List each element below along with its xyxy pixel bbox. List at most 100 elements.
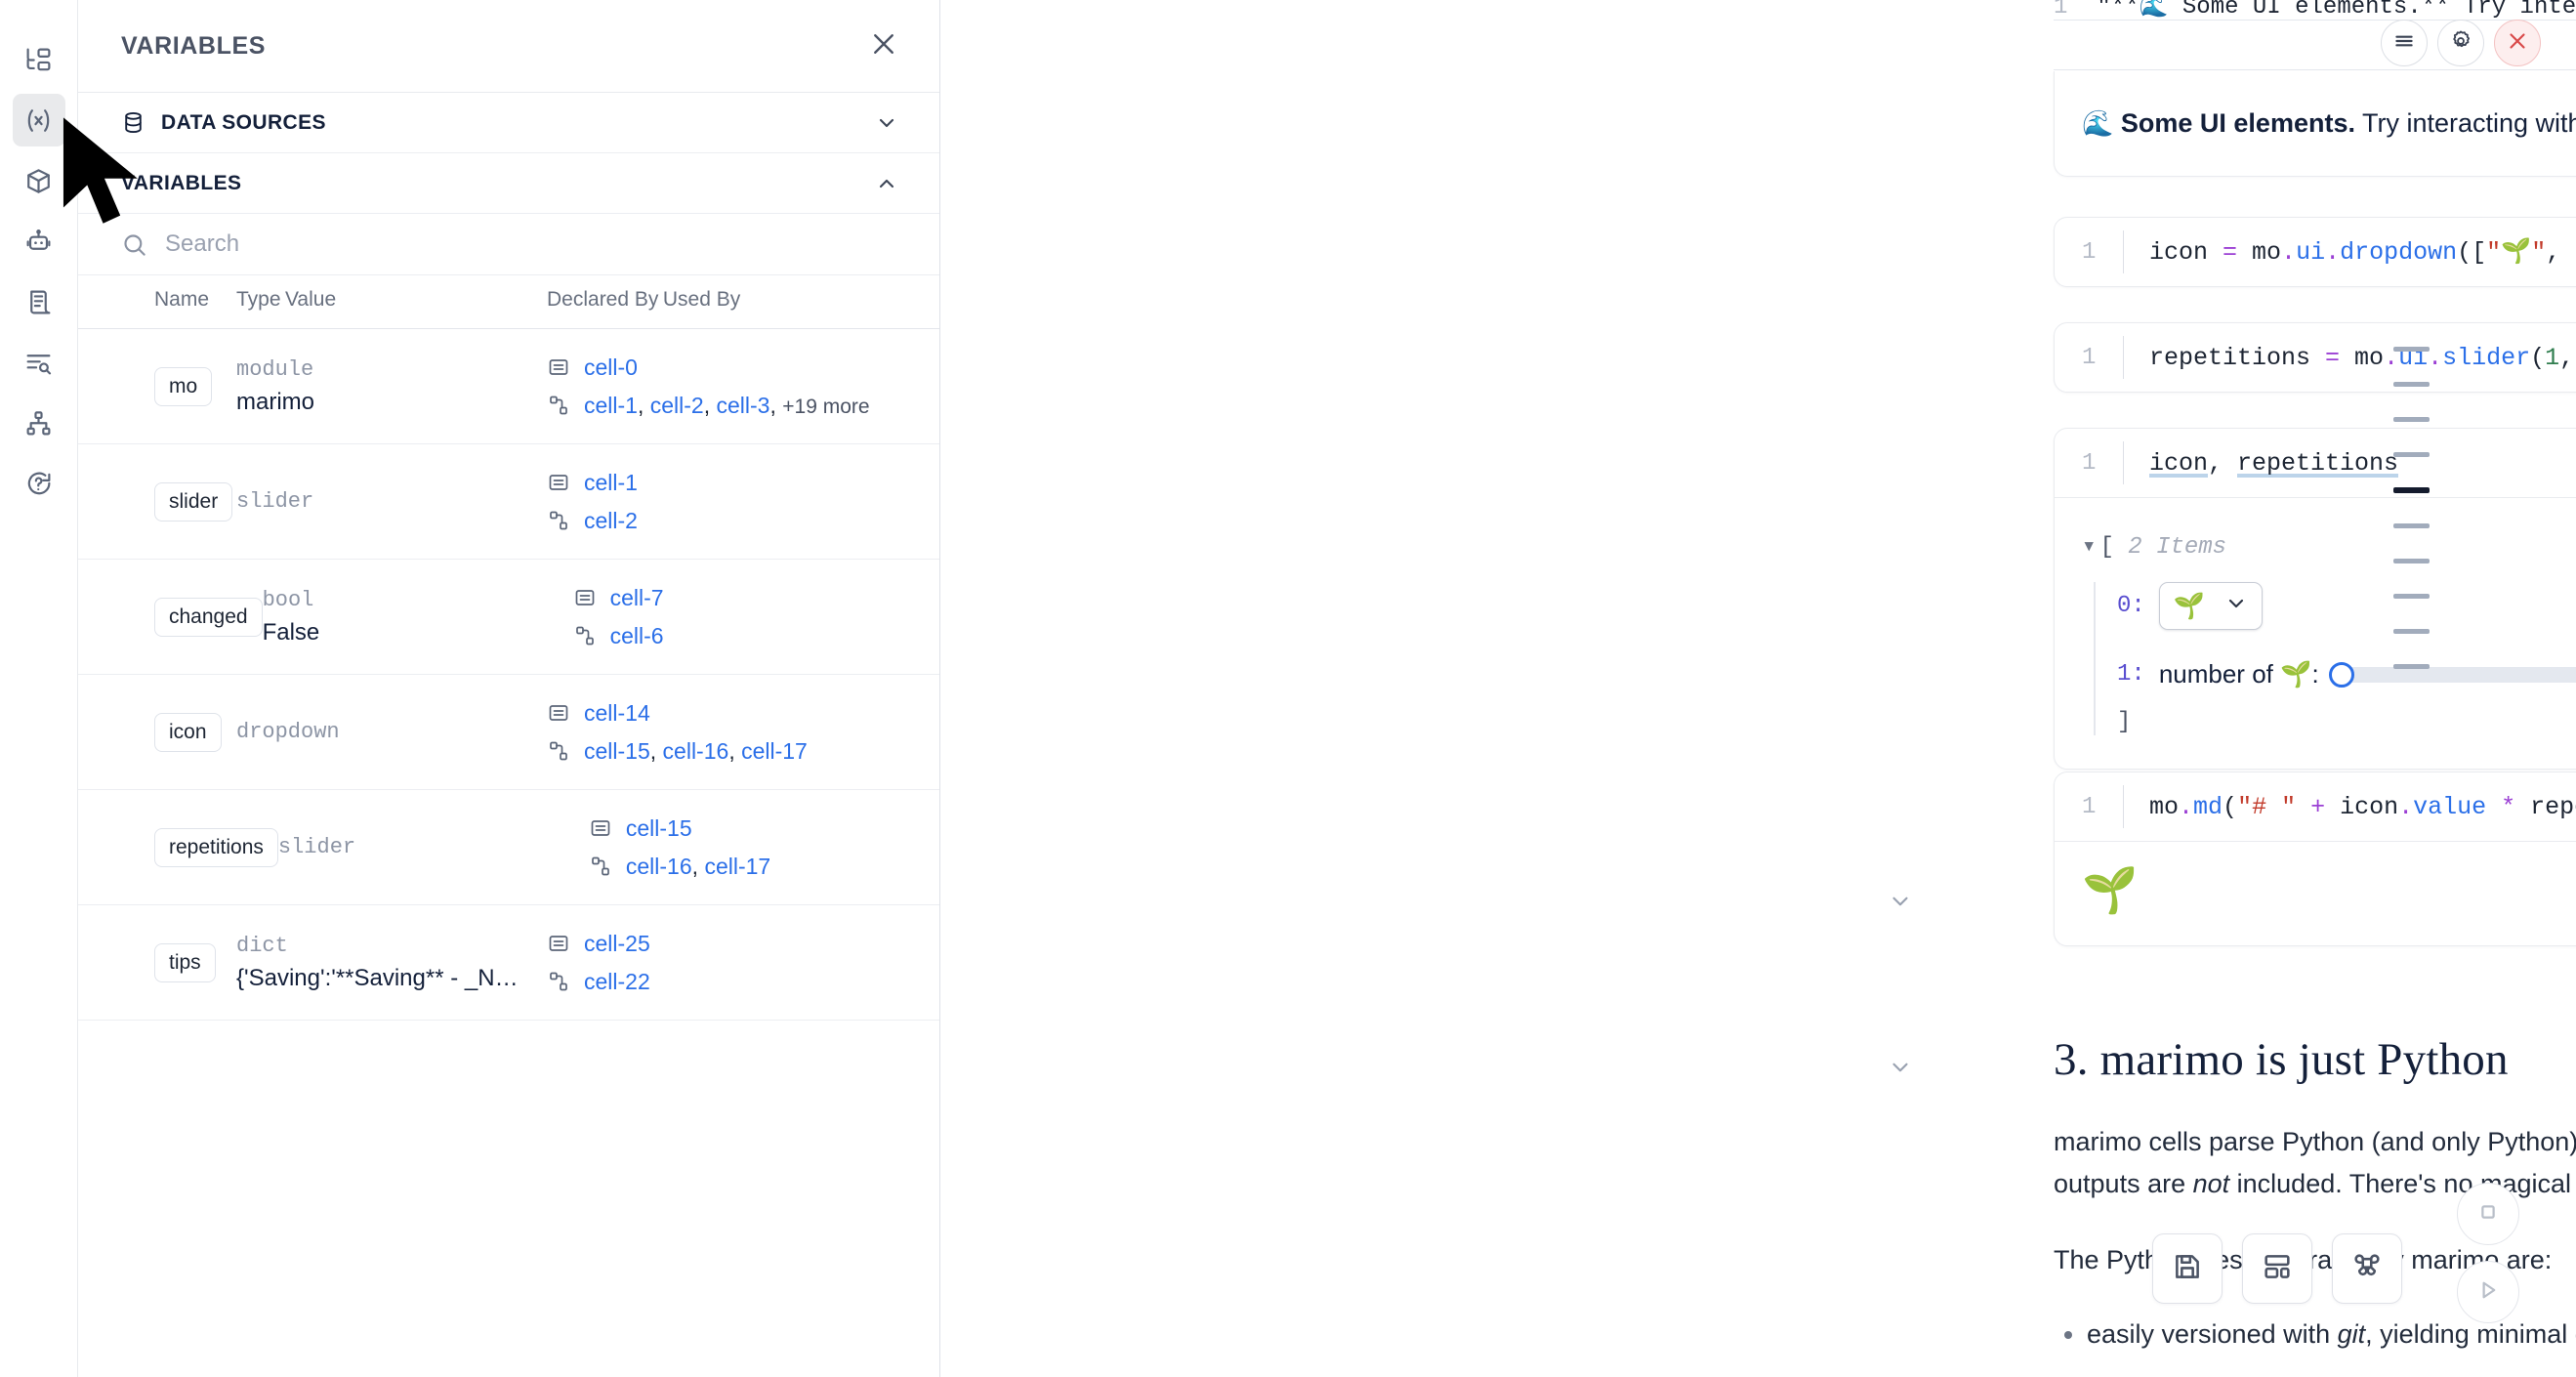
command-palette-button[interactable]: [2332, 1233, 2402, 1304]
section-variables[interactable]: VARIABLES: [78, 153, 939, 214]
cell-link[interactable]: cell-2: [584, 507, 638, 533]
chevron-down-icon[interactable]: ▾: [2082, 534, 2097, 561]
code-cell-repetitions[interactable]: 1 repetitions = mo.ui.slider(1, 16, labe…: [2054, 322, 2576, 393]
declared-by-icon: [547, 471, 570, 494]
cell-delete-button[interactable]: [2494, 20, 2541, 66]
code-line[interactable]: 1 repetitions = mo.ui.slider(1, 16, labe…: [2055, 323, 2576, 392]
cell-link[interactable]: cell-15: [584, 737, 650, 764]
code-cell-md[interactable]: 1 mo.md("# " + icon.value * repetitions.…: [2054, 772, 2576, 946]
variable-type: bool: [262, 588, 314, 613]
minimap-tick[interactable]: [2393, 347, 2430, 352]
cell-settings-button[interactable]: [2437, 20, 2484, 66]
cell-link[interactable]: cell-6: [609, 622, 664, 648]
section-variables-label: VARIABLES: [121, 171, 242, 194]
variable-name-pill[interactable]: changed: [154, 597, 263, 637]
cell-link[interactable]: cell-17: [741, 737, 808, 764]
section-data-sources[interactable]: DATA SOURCES: [78, 93, 939, 153]
section-collapse-toggle[interactable]: [1888, 1055, 1913, 1080]
variable-name-pill[interactable]: repetitions: [154, 827, 278, 867]
notebook-minimap[interactable]: [2393, 347, 2430, 669]
cell-link[interactable]: cell-0: [584, 354, 638, 380]
used-by-row: cell-16, cell-17: [589, 848, 939, 886]
variable-name-pill[interactable]: tips: [154, 942, 216, 982]
sidebar-item-packages[interactable]: [13, 154, 65, 207]
cell-link[interactable]: cell-3: [716, 392, 770, 418]
used-by-icon: [589, 855, 612, 878]
stop-button[interactable]: [2457, 1183, 2519, 1245]
output-tree-body: 0: 🌱 1: number of 🌱:: [2094, 582, 2576, 735]
repetitions-slider[interactable]: [2328, 661, 2576, 688]
code-cell-icon[interactable]: 1 icon = mo.ui.dropdown(["🌱", "🌊", "✨"],…: [2054, 217, 2576, 287]
cell-menu-button[interactable]: [2381, 20, 2428, 66]
code-line[interactable]: 1 icon, repetitions: [2055, 429, 2576, 497]
seedling-emoji: 🌱: [2082, 864, 2139, 915]
cell-link[interactable]: cell-25: [584, 930, 650, 956]
code-token: ,: [2546, 238, 2576, 267]
sidebar-item-help[interactable]: [13, 457, 65, 510]
declared-by-row: cell-0: [547, 349, 939, 387]
save-button[interactable]: [2152, 1233, 2223, 1304]
cell-link[interactable]: cell-16: [625, 853, 692, 879]
minimap-tick[interactable]: [2393, 629, 2430, 634]
cell-link[interactable]: cell-22: [584, 968, 650, 994]
minimap-tick[interactable]: [2393, 452, 2430, 457]
line-number: 1: [2082, 449, 2097, 477]
used-by-row: cell-1, cell-2, cell-3, +19 more: [547, 387, 939, 425]
column-header-name: Name: [154, 288, 210, 311]
icon-dropdown[interactable]: 🌱: [2158, 582, 2263, 630]
minimap-tick[interactable]: [2393, 417, 2430, 422]
cell-collapse-toggle-md[interactable]: [1888, 889, 1913, 914]
search-input[interactable]: [165, 230, 898, 258]
cell-link[interactable]: cell-1: [584, 469, 638, 495]
variables-search-row: [78, 214, 939, 275]
code-line[interactable]: 1 mo.md("# " + icon.value * repetitions.…: [2055, 772, 2576, 841]
bullet-part-a: easily versioned with: [2087, 1318, 2338, 1349]
sidebar-item-variables[interactable]: [12, 94, 65, 146]
cell-link[interactable]: cell-1: [584, 392, 638, 418]
table-header-row: Name Type Value Declared By Used By: [78, 275, 939, 330]
variable-name-pill[interactable]: mo: [154, 366, 213, 406]
sidebar-item-dependency-graph[interactable]: [13, 396, 65, 449]
minimap-tick[interactable]: [2393, 559, 2430, 563]
minimap-tick[interactable]: [2393, 382, 2430, 387]
column-header-declared-by: Declared By: [547, 288, 659, 311]
code-token: .: [2179, 792, 2194, 821]
code-gutter-bar: [2123, 441, 2124, 484]
sidebar-item-file-explorer[interactable]: [13, 33, 65, 86]
output-tree-header[interactable]: ▾[ 2 Items: [2082, 531, 2576, 561]
slider-thumb[interactable]: [2328, 661, 2354, 688]
layout-button[interactable]: [2242, 1233, 2312, 1304]
minimap-tick[interactable]: [2393, 487, 2430, 493]
markdown-bold-text: Some UI elements.: [2120, 108, 2355, 138]
cell-link[interactable]: cell-14: [584, 699, 650, 726]
sidebar-item-ai-assistant[interactable]: [13, 215, 65, 268]
md-cell-output: 🌱: [2055, 841, 2576, 945]
code-gutter-bar: [2123, 336, 2124, 379]
sidebar-item-logs[interactable]: [13, 336, 65, 389]
minimap-tick[interactable]: [2393, 664, 2430, 669]
code-cell-reference[interactable]: 1 icon, repetitions ▾[ 2 Items 0: 🌱: [2054, 428, 2576, 770]
used-by-more-label[interactable]: +19 more: [782, 395, 870, 418]
sidebar-item-documentation[interactable]: [13, 275, 65, 328]
minimap-tick[interactable]: [2393, 594, 2430, 599]
variable-name-pill[interactable]: slider: [154, 481, 233, 522]
cell-link[interactable]: cell-15: [625, 814, 692, 841]
variable-name-pill[interactable]: icon: [154, 712, 222, 752]
cell-link[interactable]: cell-7: [609, 584, 664, 610]
run-button[interactable]: [2457, 1261, 2519, 1323]
cell-link[interactable]: cell-2: [649, 392, 704, 418]
minimap-tick[interactable]: [2393, 523, 2430, 528]
code-line[interactable]: 1 icon = mo.ui.dropdown(["🌱", "🌊", "✨"],…: [2055, 218, 2576, 286]
variable-type: module: [236, 357, 314, 383]
panel-close-button[interactable]: [869, 29, 898, 63]
cell-link[interactable]: cell-17: [704, 853, 771, 879]
cell-link[interactable]: cell-16: [662, 737, 729, 764]
code-token: repetitions: [2530, 792, 2576, 821]
used-by-icon: [573, 624, 597, 647]
